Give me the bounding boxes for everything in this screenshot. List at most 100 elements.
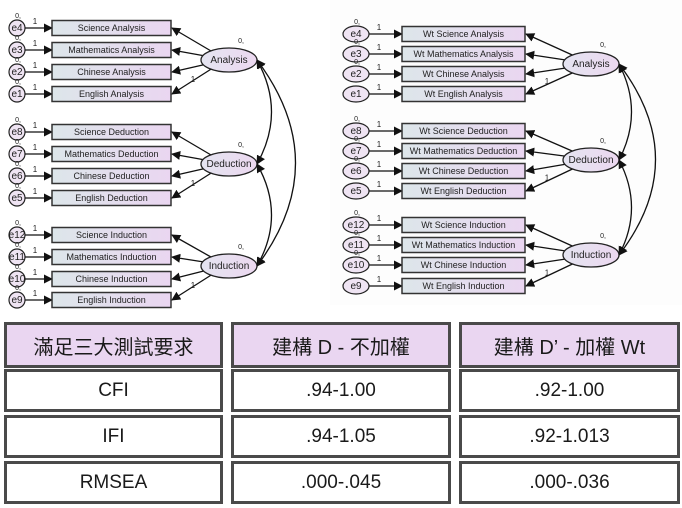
factor-loading-arrow	[525, 33, 576, 58]
observed-variable-box	[401, 277, 526, 295]
observed-variable-label: Wt English Deduction	[420, 186, 506, 196]
observed-variable-box	[401, 162, 526, 180]
observed-variable-label: Wt Science Deduction	[419, 126, 508, 136]
observed-variable-box	[51, 145, 172, 163]
observed-variable-box	[51, 41, 172, 59]
error-label: e10	[348, 260, 365, 271]
observed-variable-box	[401, 182, 526, 200]
latent-variable-label: Deduction	[568, 155, 613, 166]
error-label: e3	[11, 45, 23, 56]
latent-variable-label: Induction	[209, 261, 250, 272]
error-label: e11	[9, 252, 25, 263]
error-path-weight: 1	[33, 224, 38, 233]
error-path-weight: 1	[377, 83, 382, 92]
error-mean-label: 0,	[15, 117, 21, 124]
error-label: e2	[11, 67, 23, 78]
fixed-loading-label: 1	[545, 77, 550, 86]
error-path-weight: 1	[377, 23, 382, 32]
observed-variable-box	[401, 236, 526, 254]
latent-mean-label: 0,	[238, 142, 244, 149]
latent-variable-label: Deduction	[206, 159, 251, 170]
factor-loading-arrow	[171, 66, 214, 95]
observed-variable-label: Science Analysis	[78, 23, 146, 33]
error-path-weight: 1	[377, 254, 382, 263]
error-path-weight: 1	[33, 246, 38, 255]
error-mean-label: 0,	[354, 116, 360, 123]
latent-variable-label: Induction	[571, 250, 612, 261]
error-label: e12	[348, 220, 365, 231]
observed-variable-label: Mathematics Deduction	[64, 149, 158, 159]
table-header-model-d: 建構 D - 不加權	[231, 322, 451, 368]
error-mean-label: 0,	[15, 183, 21, 190]
factor-loading-arrow	[525, 70, 576, 95]
error-mean-label: 0,	[15, 139, 21, 146]
fixed-loading-label: 1	[191, 179, 196, 188]
error-mean-label: 0,	[15, 264, 21, 271]
error-mean-label: 0,	[354, 39, 360, 46]
factor-loading-arrow	[525, 261, 576, 287]
table-header-requirement: 滿足三大測試要求	[4, 322, 223, 368]
observed-variable-label: Wt Science Analysis	[423, 29, 505, 39]
error-path-weight: 1	[377, 180, 382, 189]
error-label: e1	[11, 89, 23, 100]
error-path-weight: 1	[377, 275, 382, 284]
error-mean-label: 0,	[354, 19, 360, 26]
observed-variable-box	[401, 142, 526, 160]
table-row-ifi-model-d: .94-1.05	[231, 415, 451, 458]
observed-variable-label: Science Deduction	[74, 127, 149, 137]
error-label: e2	[350, 69, 362, 80]
error-path-weight: 1	[33, 143, 38, 152]
table-row-ifi-model-d-weighted: .92-1.013	[459, 415, 680, 458]
error-mean-label: 0,	[354, 230, 360, 237]
fixed-loading-label: 1	[191, 281, 196, 290]
error-mean-label: 0,	[15, 242, 21, 249]
error-mean-label: 0,	[15, 161, 21, 168]
observed-variable-label: Wt Chinese Induction	[421, 260, 507, 270]
observed-variable-box	[401, 122, 526, 140]
observed-variable-label: Mathematics Analysis	[68, 45, 155, 55]
observed-variable-label: Wt Mathematics Analysis	[413, 49, 514, 59]
observed-variable-box	[51, 167, 172, 185]
covariance-analysis-deduction	[256, 59, 273, 165]
covariance-analysis-induction	[256, 59, 297, 267]
observed-variable-box	[51, 85, 172, 103]
observed-variable-label: Wt Science Induction	[421, 220, 506, 230]
error-path-weight: 1	[33, 83, 38, 92]
error-label: e1	[350, 89, 362, 100]
observed-variable-box	[401, 216, 526, 234]
observed-variable-box	[401, 65, 526, 83]
observed-variable-box	[51, 248, 172, 266]
observed-variable-label: Mathematics Induction	[66, 252, 156, 262]
observed-variable-box	[51, 63, 172, 81]
fit-indices-table: 滿足三大測試要求 建構 D - 不加權 建構 D’ - 加權 Wt CFI .9…	[0, 318, 682, 508]
error-label: e6	[350, 166, 362, 177]
error-path-weight: 1	[377, 140, 382, 149]
error-path-weight: 1	[33, 268, 38, 277]
error-path-weight: 1	[33, 61, 38, 70]
observed-variable-box	[51, 189, 172, 207]
error-label: e7	[11, 149, 23, 160]
latent-mean-label: 0,	[238, 244, 244, 251]
observed-variable-label: Wt English Induction	[422, 281, 504, 291]
observed-variable-box	[51, 123, 172, 141]
error-path-weight: 1	[33, 289, 38, 298]
error-mean-label: 0,	[15, 220, 21, 227]
factor-loading-arrow	[525, 224, 576, 249]
error-path-weight: 1	[377, 120, 382, 129]
table-row-rmsea-model-d: .000-.045	[231, 461, 451, 504]
error-mean-label: 0,	[15, 35, 21, 42]
observed-variable-label: Wt Chinese Analysis	[422, 69, 505, 79]
observed-variable-box	[51, 270, 172, 288]
error-mean-label: 0,	[354, 210, 360, 217]
error-label: e7	[350, 146, 362, 157]
observed-variable-label: Wt Mathematics Induction	[412, 240, 516, 250]
observed-variable-box	[401, 256, 526, 274]
error-path-weight: 1	[377, 160, 382, 169]
error-label: e5	[350, 186, 362, 197]
table-row-ifi-label: IFI	[4, 415, 223, 458]
observed-variable-label: Wt Mathematics Deduction	[410, 146, 518, 156]
observed-variable-label: Wt Chinese Deduction	[419, 166, 509, 176]
error-label: e9	[350, 281, 362, 292]
